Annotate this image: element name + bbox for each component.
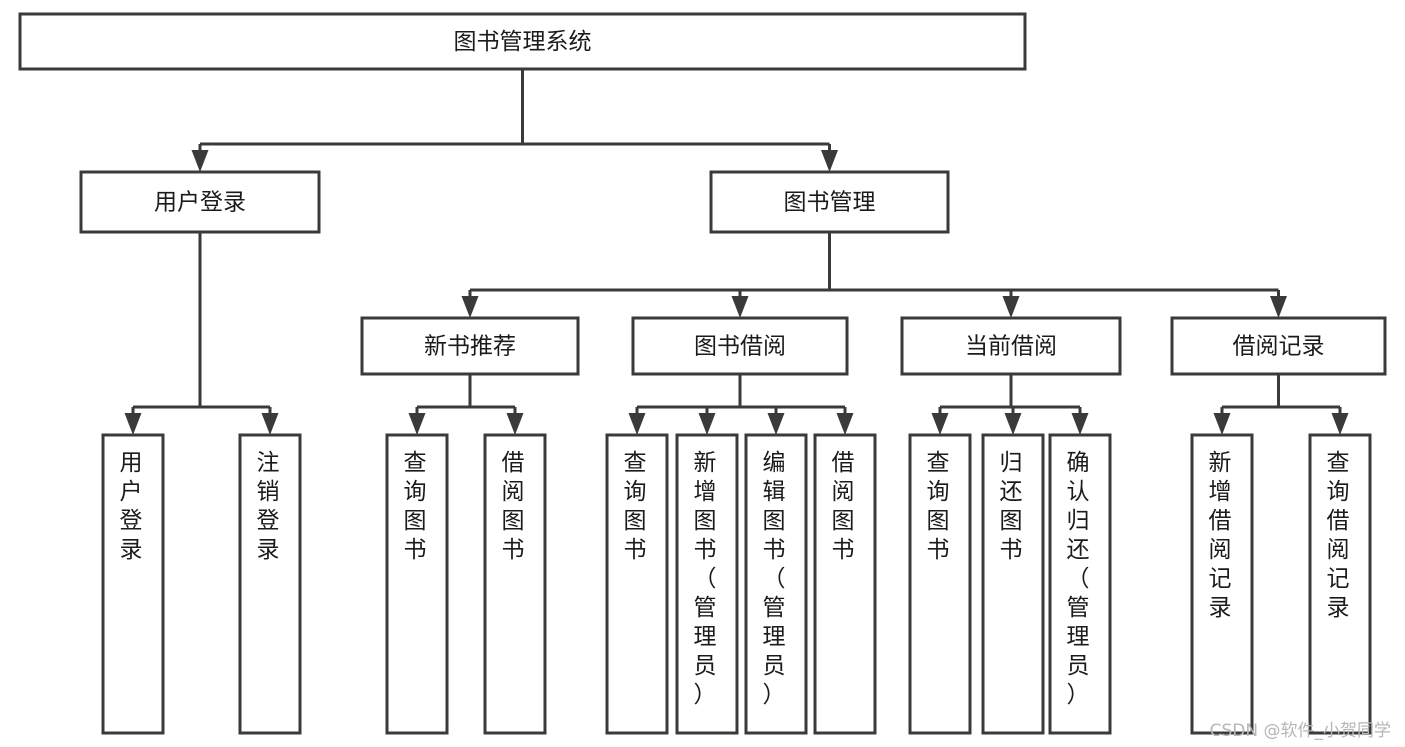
connector-group-current-borrow <box>931 374 1089 435</box>
node-borrow-record[interactable]: 借阅记录 <box>1170 316 1387 376</box>
node-label-book-manage: 图书管理 <box>784 190 876 216</box>
node-label-leaf-add-record: 新增借阅记录 <box>1209 450 1236 621</box>
node-book-borrow[interactable]: 图书借阅 <box>631 316 849 376</box>
node-box-user-login[interactable] <box>79 170 321 234</box>
node-box-leaf-borrow-book-2[interactable] <box>813 433 877 735</box>
node-label-new-book-recommend: 新书推荐 <box>424 334 516 360</box>
connector-layer <box>124 69 1349 435</box>
node-book-manage[interactable]: 图书管理 <box>709 170 950 234</box>
node-leaf-logout[interactable]: 注销登录 <box>238 433 302 735</box>
node-label-leaf-confirm-return: 确认归还（管理员） <box>1067 450 1094 708</box>
node-leaf-borrow-book-1[interactable]: 借阅图书 <box>483 433 547 735</box>
connector-group-book-borrow <box>628 374 854 435</box>
node-box-leaf-query-book-2[interactable] <box>605 433 669 735</box>
node-leaf-query-book-3[interactable]: 查询图书 <box>908 433 972 735</box>
node-box-borrow-record[interactable] <box>1170 316 1387 376</box>
node-leaf-borrow-book-2[interactable]: 借阅图书 <box>813 433 877 735</box>
node-box-leaf-edit-book[interactable] <box>744 433 808 735</box>
node-box-leaf-user-login[interactable] <box>101 433 165 735</box>
node-label-borrow-record: 借阅记录 <box>1233 334 1325 360</box>
node-label-leaf-return-book: 归还图书 <box>1000 450 1027 563</box>
connector-group-root <box>191 69 838 172</box>
node-user-login[interactable]: 用户登录 <box>79 170 321 234</box>
node-new-book-recommend[interactable]: 新书推荐 <box>360 316 580 376</box>
node-root[interactable]: 图书管理系统 <box>18 12 1027 71</box>
node-label-leaf-add-book: 新增图书（管理员） <box>694 450 721 708</box>
node-label-leaf-borrow-book-1: 借阅图书 <box>502 450 529 563</box>
node-box-leaf-add-record[interactable] <box>1190 433 1254 735</box>
node-leaf-add-record[interactable]: 新增借阅记录 <box>1190 433 1254 735</box>
connector-group-new-book-recommend <box>408 374 524 435</box>
node-label-book-borrow: 图书借阅 <box>694 334 786 360</box>
node-layer: 图书管理系统用户登录图书管理新书推荐图书借阅当前借阅借阅记录用户登录注销登录查询… <box>18 12 1387 735</box>
node-leaf-query-book-1[interactable]: 查询图书 <box>385 433 449 735</box>
node-box-current-borrow[interactable] <box>900 316 1122 376</box>
node-leaf-return-book[interactable]: 归还图书 <box>981 433 1045 735</box>
node-label-root: 图书管理系统 <box>454 29 592 55</box>
node-box-new-book-recommend[interactable] <box>360 316 580 376</box>
node-label-leaf-logout: 注销登录 <box>257 450 284 563</box>
node-label-leaf-query-record: 查询借阅记录 <box>1327 450 1354 621</box>
node-current-borrow[interactable]: 当前借阅 <box>900 316 1122 376</box>
node-box-leaf-query-book-3[interactable] <box>908 433 972 735</box>
node-leaf-query-record[interactable]: 查询借阅记录 <box>1308 433 1372 735</box>
node-box-leaf-query-book-1[interactable] <box>385 433 449 735</box>
connector-group-book-manage <box>461 232 1287 318</box>
node-label-leaf-query-book-2: 查询图书 <box>624 450 651 563</box>
node-box-leaf-logout[interactable] <box>238 433 302 735</box>
node-box-leaf-add-book[interactable] <box>675 433 739 735</box>
node-label-leaf-query-book-3: 查询图书 <box>927 450 954 563</box>
node-box-leaf-return-book[interactable] <box>981 433 1045 735</box>
csdn-watermark: CSDN @软件_小贺同学 <box>1209 721 1391 741</box>
node-label-user-login: 用户登录 <box>154 190 246 216</box>
node-leaf-confirm-return[interactable]: 确认归还（管理员） <box>1048 433 1112 735</box>
node-leaf-query-book-2[interactable]: 查询图书 <box>605 433 669 735</box>
node-box-leaf-borrow-book-1[interactable] <box>483 433 547 735</box>
connector-group-borrow-record <box>1213 374 1349 435</box>
node-label-leaf-query-book-1: 查询图书 <box>404 450 431 563</box>
node-leaf-edit-book[interactable]: 编辑图书（管理员） <box>744 433 808 735</box>
node-box-book-borrow[interactable] <box>631 316 849 376</box>
node-label-leaf-borrow-book-2: 借阅图书 <box>832 450 859 563</box>
node-box-leaf-query-record[interactable] <box>1308 433 1372 735</box>
node-label-leaf-user-login: 用户登录 <box>120 450 147 563</box>
node-label-current-borrow: 当前借阅 <box>965 334 1057 360</box>
node-box-leaf-confirm-return[interactable] <box>1048 433 1112 735</box>
node-leaf-add-book[interactable]: 新增图书（管理员） <box>675 433 739 735</box>
node-leaf-user-login[interactable]: 用户登录 <box>101 433 165 735</box>
node-box-book-manage[interactable] <box>709 170 950 234</box>
node-label-leaf-edit-book: 编辑图书（管理员） <box>763 450 790 708</box>
node-box-root[interactable] <box>18 12 1027 71</box>
connector-group-user-login <box>124 232 279 435</box>
